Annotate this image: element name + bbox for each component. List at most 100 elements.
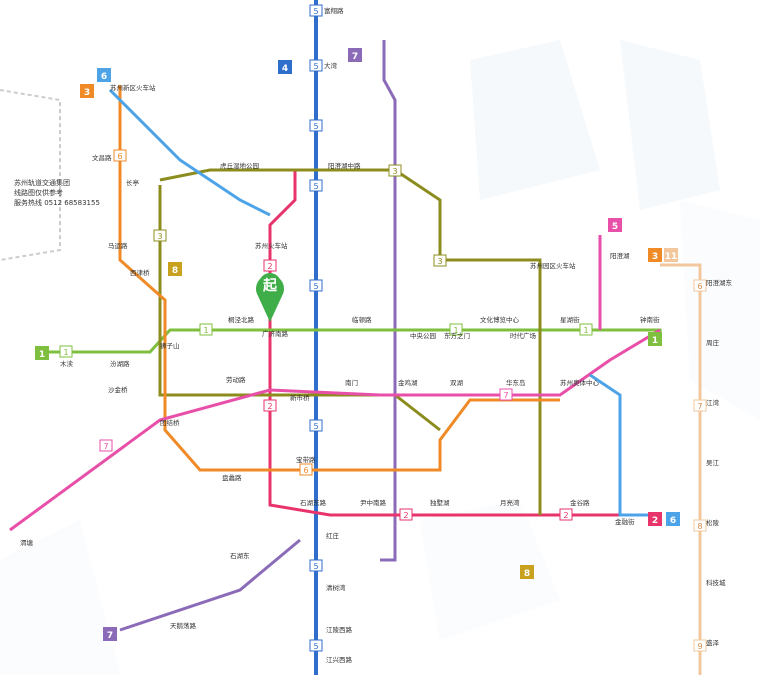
station-label: 双湖 (450, 378, 464, 387)
station-marker[interactable]: 5 (309, 419, 323, 432)
station-label: 钟南街 (640, 315, 660, 324)
station-marker[interactable]: 2 (559, 508, 573, 521)
line-badge[interactable]: 6 (97, 68, 111, 82)
station-marker[interactable]: 5 (309, 639, 323, 652)
station-label: 周庄 (706, 338, 720, 347)
svg-text:9: 9 (697, 642, 702, 651)
station-marker[interactable]: 2 (263, 399, 277, 412)
station-marker[interactable]: 1 (449, 323, 463, 336)
station-label: 西津桥 (130, 268, 150, 277)
notice-text: 苏州轨道交通集团 线路图仅供参考 服务热线 0512 68583155 (14, 178, 100, 207)
svg-text:1: 1 (63, 348, 68, 357)
station-label: 文昌路 (92, 153, 112, 162)
station-marker[interactable]: 5 (309, 279, 323, 292)
station-marker[interactable]: 5 (309, 119, 323, 132)
start-pin-label: 起 (262, 277, 278, 294)
station-marker[interactable]: 5 (309, 179, 323, 192)
station-label: 苏州新区火车站 (110, 83, 156, 92)
station-label: 江湾 (706, 398, 720, 407)
svg-text:8: 8 (697, 522, 702, 531)
line-badge[interactable]: 5 (608, 218, 622, 232)
station-label: 星湖街 (560, 315, 580, 324)
station-label: 木渎 (60, 359, 74, 368)
notice-line-3: 服务热线 0512 68583155 (14, 198, 100, 207)
start-pin[interactable]: 起 (256, 273, 285, 322)
notice-line-2: 线路图仅供参考 (14, 188, 63, 197)
station-label: 江陵西路 (326, 625, 353, 634)
svg-text:5: 5 (313, 122, 318, 131)
station-marker[interactable]: 6 (299, 463, 313, 476)
svg-text:2: 2 (267, 262, 272, 271)
svg-text:3: 3 (157, 232, 162, 241)
svg-text:6: 6 (303, 466, 308, 475)
station-marker[interactable]: 7 (499, 388, 513, 401)
line-3-north (159, 168, 542, 515)
station-label: 富翔路 (324, 6, 344, 15)
station-label: 吴江 (706, 459, 720, 467)
station-label: 华东岛 (506, 378, 526, 387)
station-marker[interactable]: 9 (693, 639, 707, 652)
station-label: 苏州奥体中心 (560, 378, 600, 387)
station-marker[interactable]: 2 (399, 508, 413, 521)
station-label: 劳动路 (226, 375, 246, 384)
station-label: 独墅湖 (430, 498, 450, 507)
station-label: 南门 (345, 378, 358, 387)
line-badge[interactable]: 11 (664, 248, 678, 262)
station-label: 广济南路 (262, 329, 289, 338)
station-marker[interactable]: 3 (433, 254, 447, 267)
line-9 (119, 538, 301, 632)
station-marker[interactable]: 5 (309, 59, 323, 72)
station-label: 长亭 (126, 178, 140, 187)
line-badge[interactable]: 3 (80, 84, 94, 98)
station-marker[interactable]: 3 (388, 164, 402, 177)
line-badge[interactable]: 3 (648, 248, 662, 262)
line-badge[interactable]: 8 (520, 565, 534, 579)
station-label: 阳澄湖 (610, 251, 630, 260)
line-badge[interactable]: 7 (103, 627, 117, 641)
station-marker[interactable]: 6 (113, 149, 127, 162)
station-label: 沙金桥 (108, 385, 128, 394)
station-marker[interactable]: 5 (309, 559, 323, 572)
station-marker[interactable]: 8 (693, 519, 707, 532)
svg-text:3: 3 (437, 257, 442, 266)
svg-text:1: 1 (453, 326, 458, 335)
line-badge[interactable]: 2 (648, 512, 662, 526)
station-marker[interactable]: 2 (263, 259, 277, 272)
line-badges: 6 3 4 7 5 3 11 1 8 2 6 1 8 7 (35, 48, 680, 641)
svg-text:6: 6 (101, 72, 107, 82)
svg-text:7: 7 (103, 442, 108, 451)
station-marker[interactable]: 3 (153, 229, 167, 242)
line-badge[interactable]: 1 (35, 346, 49, 360)
svg-text:2: 2 (652, 516, 658, 526)
line-badge[interactable]: 6 (666, 512, 680, 526)
line-badge[interactable]: 8 (168, 262, 182, 276)
svg-text:3: 3 (652, 252, 658, 262)
line-11 (660, 263, 702, 675)
station-marker[interactable]: 5 (309, 4, 323, 17)
svg-text:8: 8 (524, 569, 530, 579)
station-marker[interactable]: 6 (693, 279, 707, 292)
svg-text:1: 1 (39, 350, 45, 360)
station-label: 大湾 (324, 61, 338, 70)
svg-text:2: 2 (563, 511, 568, 520)
station-label: 阳澄湖中路 (328, 161, 361, 170)
station-label: 苏州园区火车站 (530, 261, 576, 270)
station-label: 松陵 (706, 518, 720, 527)
line-badge[interactable]: 7 (348, 48, 362, 62)
line-badge[interactable]: 4 (278, 60, 292, 74)
station-label: 马运路 (108, 241, 128, 250)
svg-text:7: 7 (503, 391, 508, 400)
station-label: 阳澄湖东 (706, 278, 733, 287)
station-label: 宝带路 (296, 455, 316, 464)
station-marker[interactable]: 1 (579, 323, 593, 336)
line-badge[interactable]: 1 (648, 332, 662, 346)
station-marker[interactable]: 1 (199, 323, 213, 336)
station-marker[interactable]: 1 (59, 345, 73, 358)
station-label: 临顿路 (352, 315, 372, 324)
station-marker[interactable]: 7 (693, 399, 707, 412)
station-marker[interactable]: 7 (99, 439, 113, 452)
station-label: 金融街 (615, 517, 635, 526)
svg-text:2: 2 (403, 511, 408, 520)
